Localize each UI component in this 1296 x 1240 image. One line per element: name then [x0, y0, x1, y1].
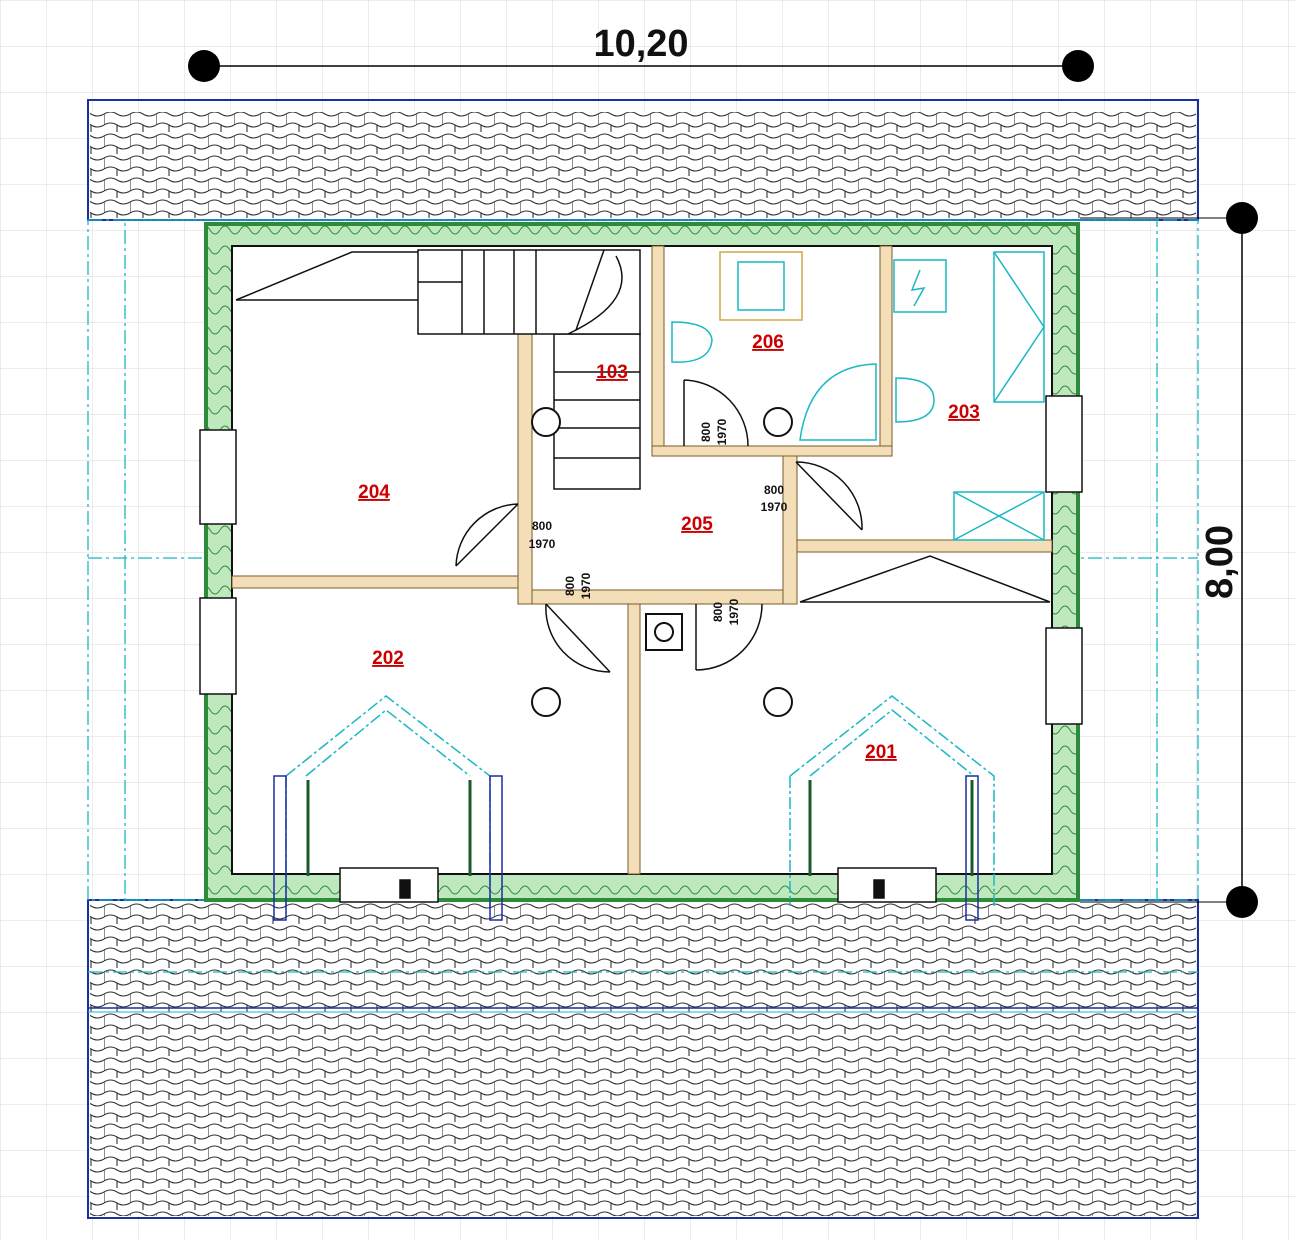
exterior-walls	[204, 222, 1080, 902]
svg-text:1970: 1970	[529, 537, 556, 551]
dimension-endpoint-icon	[188, 50, 220, 82]
dimension-width: 10,20	[188, 23, 1094, 82]
svg-text:1970: 1970	[761, 500, 788, 514]
svg-text:800: 800	[532, 519, 552, 533]
window-icon	[199, 429, 237, 525]
cabinet-icon	[953, 491, 1045, 541]
room-label-203: 203	[948, 402, 980, 423]
bathroom-fixtures	[671, 251, 1045, 541]
window-icon	[339, 867, 439, 903]
shower-icon	[799, 363, 877, 441]
dimension-endpoint-icon	[1062, 50, 1094, 82]
door-labels: 800 1970 800 1970 800 1970 800 1970 800 …	[529, 418, 788, 625]
room-label-206: 206	[752, 332, 784, 353]
svg-text:800: 800	[699, 422, 713, 442]
vent-icon	[531, 687, 561, 717]
staircase	[417, 249, 641, 490]
room-label-201: 201	[865, 742, 897, 763]
windows	[199, 395, 1083, 903]
room-label-202: 202	[372, 648, 404, 669]
svg-text:1970: 1970	[579, 572, 593, 599]
window-icon	[837, 867, 937, 903]
roof-bottom	[87, 899, 1199, 1219]
vent-icon	[763, 687, 793, 717]
room-label-204: 204	[358, 482, 390, 503]
roof-slope-lines	[235, 251, 1051, 603]
window-icon	[199, 597, 237, 695]
svg-text:800: 800	[711, 602, 725, 622]
dormers	[273, 695, 995, 921]
vent-icon	[531, 407, 561, 437]
width-dimension-label: 10,20	[593, 23, 688, 65]
bathtub-icon	[719, 251, 803, 321]
door-label-201: 800 1970	[711, 598, 741, 625]
dimension-depth: 8,00	[1080, 202, 1258, 918]
door-label-203: 800 1970	[761, 483, 788, 514]
chimney-vents	[531, 407, 793, 717]
door-swings	[455, 379, 863, 673]
vent-icon	[763, 407, 793, 437]
room-labels: 204 205 206 203 202 201 103	[358, 332, 980, 763]
dimension-endpoint-icon	[1226, 202, 1258, 234]
room-label-103: 103	[596, 362, 628, 383]
svg-text:1970: 1970	[715, 418, 729, 445]
window-icon	[1045, 627, 1083, 725]
dimension-endpoint-icon	[1226, 886, 1258, 918]
depth-dimension-label: 8,00	[1199, 525, 1241, 599]
door-label-202: 800 1970	[563, 572, 593, 599]
room-label-205: 205	[681, 514, 713, 535]
electric-panel-icon	[893, 259, 947, 313]
door-label-206: 800 1970	[699, 418, 729, 445]
roof-top	[87, 99, 1199, 221]
sink-icon	[671, 321, 713, 363]
window-icon	[1045, 395, 1083, 493]
sink-icon	[895, 377, 935, 423]
door-label-204: 800 1970	[529, 519, 556, 551]
svg-text:800: 800	[764, 483, 784, 497]
svg-text:800: 800	[563, 576, 577, 596]
svg-text:1970: 1970	[727, 598, 741, 625]
